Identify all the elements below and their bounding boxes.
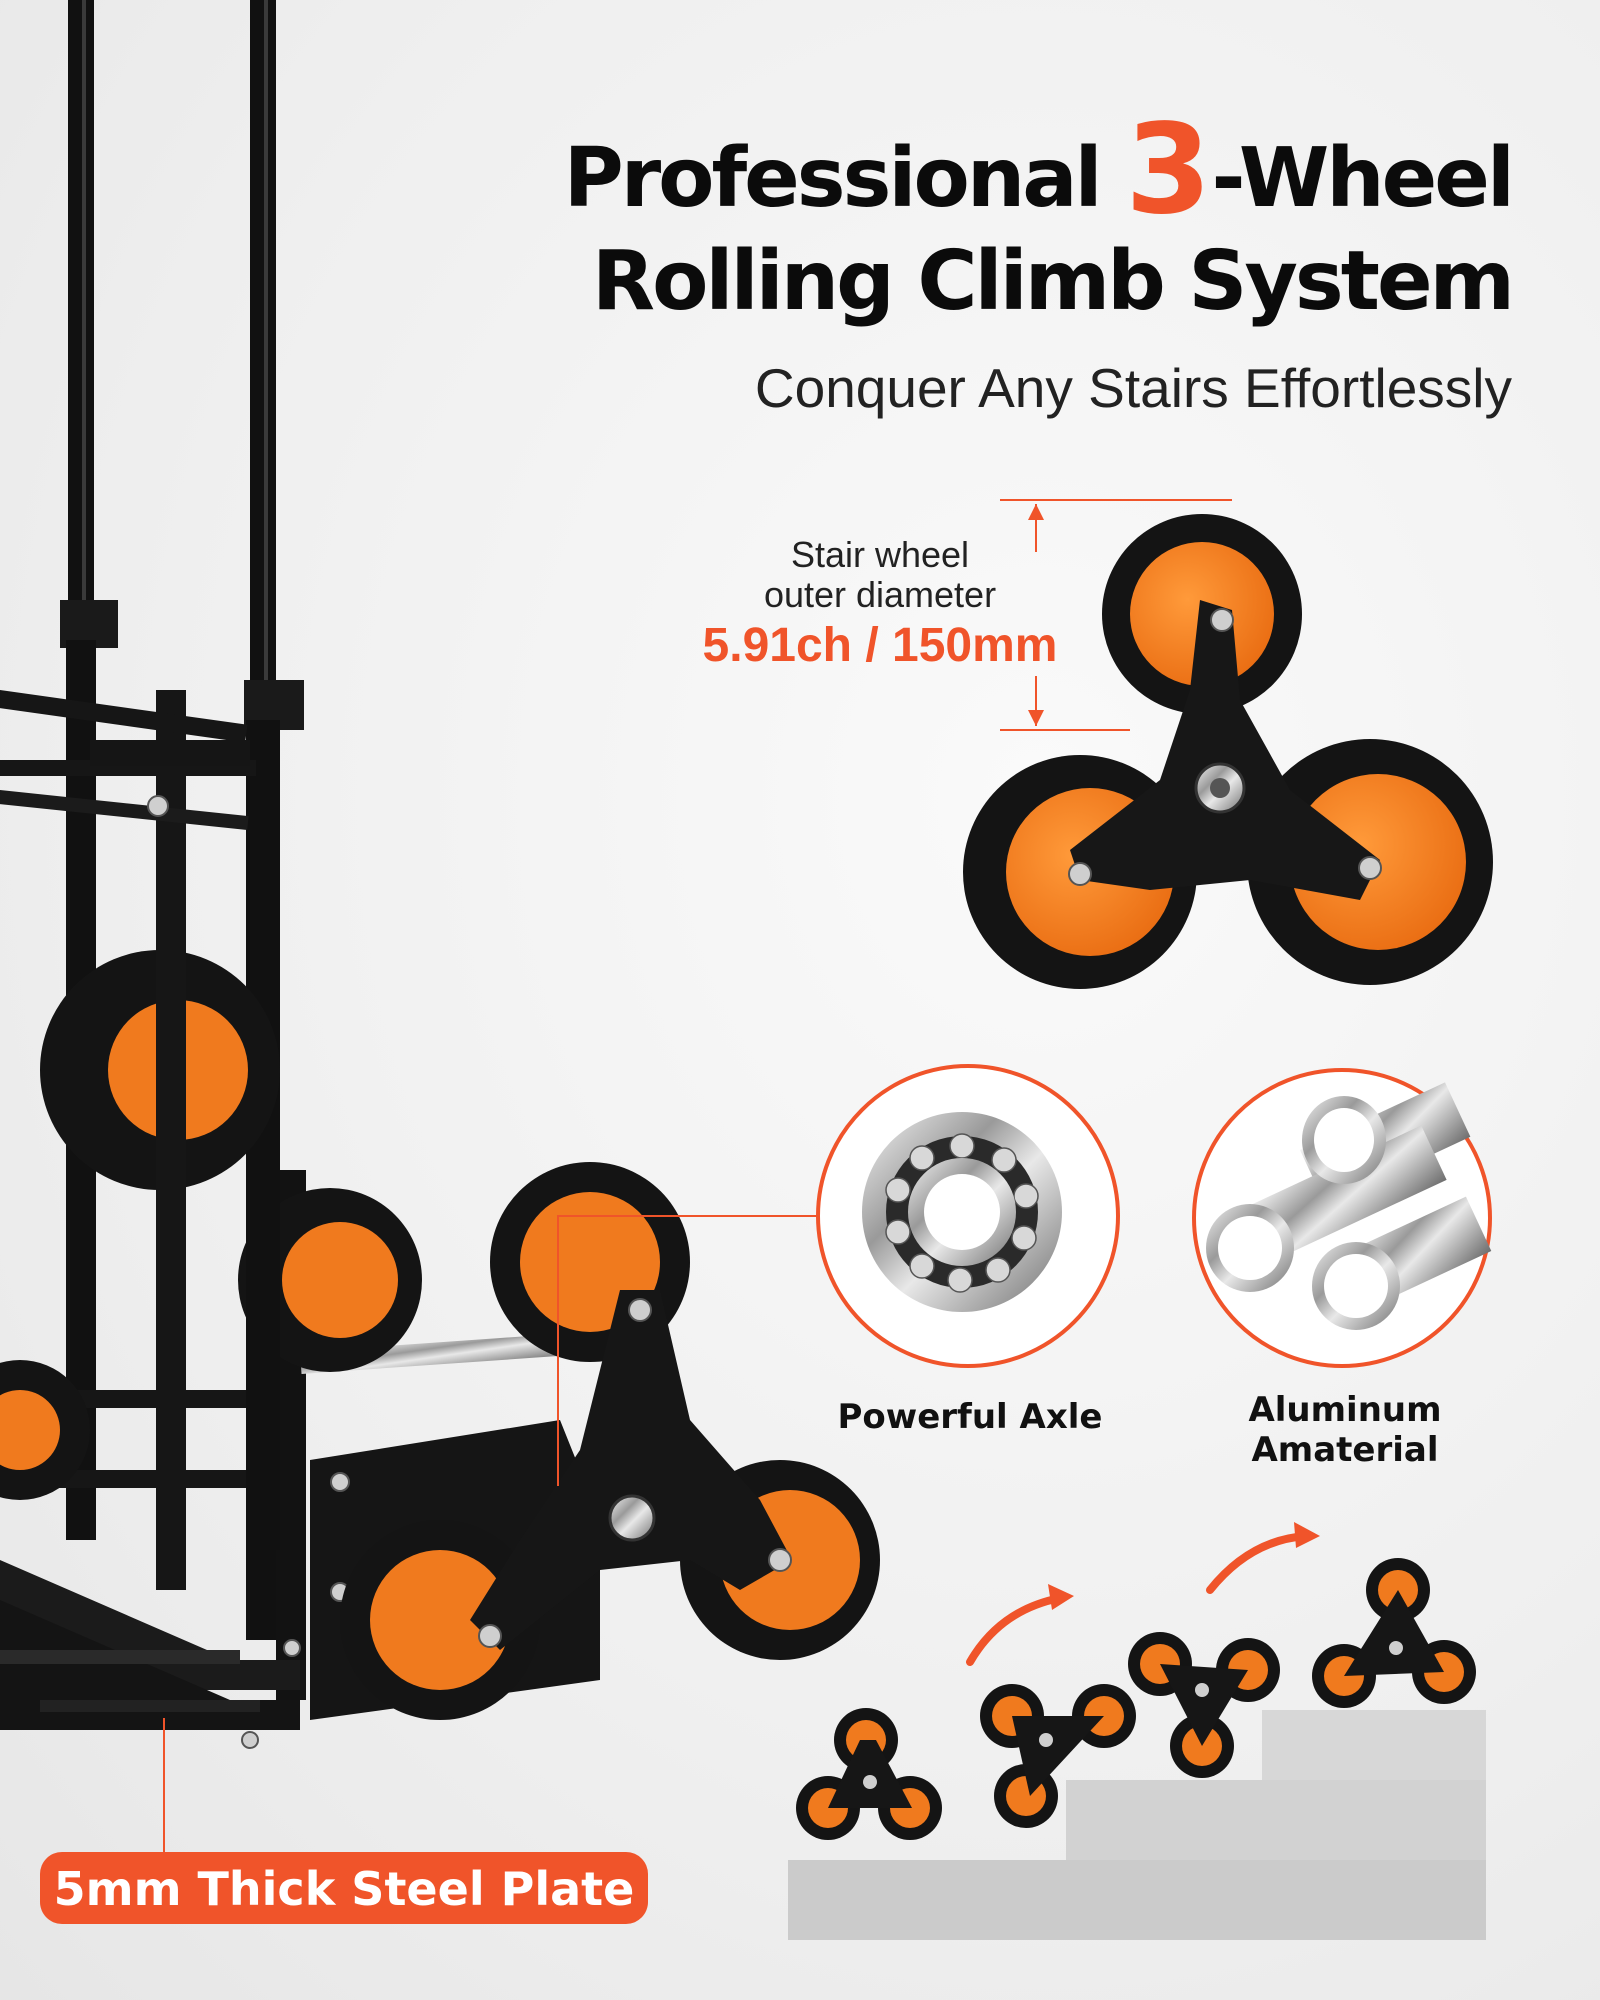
- headline-accent-number: 3: [1125, 98, 1212, 242]
- aluminum-tubes-circle: [1192, 1068, 1492, 1368]
- material-feature-label-line-2: Amaterial: [1251, 1430, 1439, 1470]
- material-feature-label-line-1: Aluminum: [1248, 1390, 1442, 1430]
- climb-step-wheel-2: [980, 1684, 1136, 1828]
- headline-part-wheel: -Wheel: [1211, 131, 1515, 226]
- steel-plate-label: 5mm Thick Steel Plate: [53, 1862, 635, 1916]
- axle-leader-line: [163, 1215, 818, 1852]
- stair-climb-sequence: [788, 1522, 1486, 1940]
- hand-truck-frame: [0, 0, 601, 1749]
- diameter-label-line-2: outer diameter: [763, 574, 997, 615]
- climb-step-wheel-3: [1128, 1632, 1280, 1778]
- headline-subtitle: Conquer Any Stairs Effortlessly: [754, 357, 1512, 419]
- headline-part-professional: Professional: [563, 131, 1126, 226]
- detail-tri-wheel: [963, 514, 1493, 989]
- headline-line-2: Rolling Climb System: [591, 234, 1515, 329]
- climb-step-wheel-1: [796, 1708, 942, 1840]
- diameter-value: 5.91ch / 150mm: [702, 619, 1058, 672]
- climb-step-wheel-4: [1312, 1558, 1476, 1708]
- front-tri-wheel: [340, 1162, 880, 1720]
- steel-plate-badge: 5mm Thick Steel Plate: [40, 1852, 648, 1924]
- bearing-circle: [816, 1064, 1120, 1368]
- diameter-label-line-1: Stair wheel: [790, 534, 970, 575]
- axle-feature-label: Powerful Axle: [837, 1397, 1103, 1437]
- headline-line-1: Professional 3-Wheel: [563, 108, 1515, 232]
- diameter-dimension: [1000, 499, 1232, 731]
